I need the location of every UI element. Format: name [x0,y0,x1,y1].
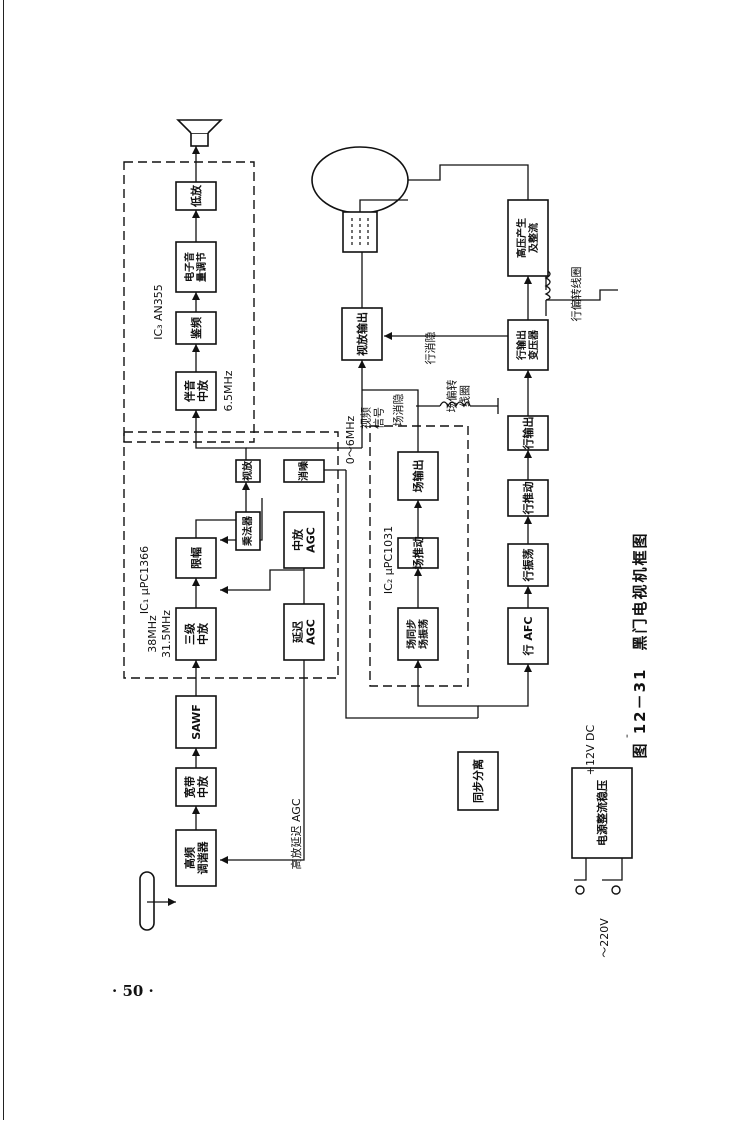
function-blocks: 高频调谐器 宽带中放 SAWF 三级中放 限幅 乘法器 [175,181,633,887]
video-amp-block: 视放 [235,459,261,483]
sync-separator-label: 同步分离 [471,759,485,803]
video-output-label: 视放输出 [355,312,369,356]
page-number: · 50 · [112,982,154,1000]
limiter-label: 限幅 [189,547,203,569]
video-band-label: 0～6MHz [344,416,357,465]
horizontal-drive-label: 行推动 [521,482,535,516]
vertical-output-label: 场输出 [411,460,425,493]
video-amp-label: 视放 [241,460,254,481]
plus-12v-label: +12V DC [584,724,597,775]
horizontal-drive-block: 行推动 [507,479,549,517]
horizontal-oscillator-label: 行振荡 [521,549,535,583]
flyback-transformer-label: 行输出变压器 [515,329,540,361]
noise-canceller-label: 消噪 [297,460,310,481]
power-supply-block: 电源整流稳压 [571,767,633,859]
fm-detector-label: 鉴频 [189,317,203,340]
limiter-block: 限幅 [175,537,217,579]
horizontal-oscillator-block: 行振荡 [507,543,549,587]
audio-amp-label: 低放 [189,184,203,208]
vertical-yoke-coil-icon [439,401,471,408]
high-voltage-block: 高压产生及整流 [507,199,549,277]
crt-picture-tube-icon [311,146,409,253]
ic1-boundary [123,431,339,679]
sawf-label: SAWF [190,704,203,740]
flyback-transformer-block: 行输出变压器 [507,319,549,371]
if-agc-label: 中放AGC [290,527,317,553]
delayed-agc-label: 延迟AGC [290,619,317,645]
ic2-label: IC₂ μPC1031 [382,526,395,594]
minus-terminal-label: - [620,734,633,738]
vertical-yoke-label: 场偏转线圈 [444,380,471,413]
signal-wires [195,146,623,881]
noise-canceller-block: 消噪 [283,459,325,483]
wide-band-if-label: 宽带中放 [182,775,209,799]
sync-separator-block: 同步分离 [457,751,499,811]
page-edge-line [3,0,4,1120]
horizontal-yoke-label: 行偏转线圈 [569,267,583,322]
audio-amp-block: 低放 [175,181,217,211]
terminal-ac-a-icon [575,885,585,895]
horizontal-output-block: 行输出 [507,415,549,451]
horizontal-yoke-coil-icon [544,269,551,301]
fm-detector-block: 鉴频 [175,311,217,345]
synchronous-detector-block: 乘法器 [235,511,261,551]
horizontal-blanking-label: 行消隐 [423,332,437,365]
vertical-output-block: 场输出 [397,451,439,501]
horizontal-afc-label: 行 AFC [521,617,535,657]
vertical-blanking-label: 场消隐 [391,394,405,427]
electronic-volume-block: 电子音量调节 [175,241,217,293]
three-stage-if-block: 三级中放 [175,607,217,661]
annotations: IC₁ μPC1366 IC₃ AN355 IC₂ μPC1031 38MHz … [138,267,650,958]
delayed-agc-block: 延迟AGC [283,603,325,661]
ic3-label: IC₃ AN355 [152,284,165,340]
freq-6-5mhz-label: 6.5MHz [222,370,235,411]
antenna-icon [139,871,155,931]
figure-caption: 图 12－31 黑门电视机框图 [631,532,649,759]
three-stage-if-label: 三级中放 [182,622,209,645]
speaker-icon [176,119,223,147]
vertical-drive-label: 场推动 [411,537,425,570]
vertical-drive-block: 场推动 [397,537,439,570]
if-agc-block: 中放AGC [283,511,325,569]
hf-delay-agc-label: 高放延迟 AGC [289,798,303,869]
synchronous-detector-label: 乘法器 [241,515,254,547]
sound-if-label: 伴音中放 [182,379,209,403]
power-supply-label: 电源整流稳压 [595,780,609,846]
electronic-volume-label: 电子音量调节 [183,252,208,282]
vertical-oscillator-label: 场同步场振荡 [405,619,430,649]
freq-38mhz-label: 38MHz [146,615,159,653]
ic1-label: IC₁ μPC1366 [138,546,151,614]
video-signal-label: 视频信号 [358,407,385,429]
tuner-label: 高频调谐器 [182,841,209,875]
sound-if-block: 伴音中放 [175,371,217,411]
vertical-oscillator-block: 场同步场振荡 [397,607,439,661]
video-output-block: 视放输出 [341,307,383,361]
horizontal-afc-block: 行 AFC [507,607,549,665]
horizontal-output-label: 行输出 [521,417,535,451]
ic2-boundary [369,425,469,687]
sawf-block: SAWF [175,695,217,749]
ic3-boundary [123,161,255,443]
tuner-block: 高频调谐器 [175,829,217,887]
high-voltage-label: 高压产生及整流 [515,218,540,258]
ac-220v-label: ～220V [598,918,611,958]
terminal-ac-b-icon [611,885,621,895]
wide-band-if-block: 宽带中放 [175,767,217,807]
freq-31-5mhz-label: 31.5MHz [160,610,173,658]
